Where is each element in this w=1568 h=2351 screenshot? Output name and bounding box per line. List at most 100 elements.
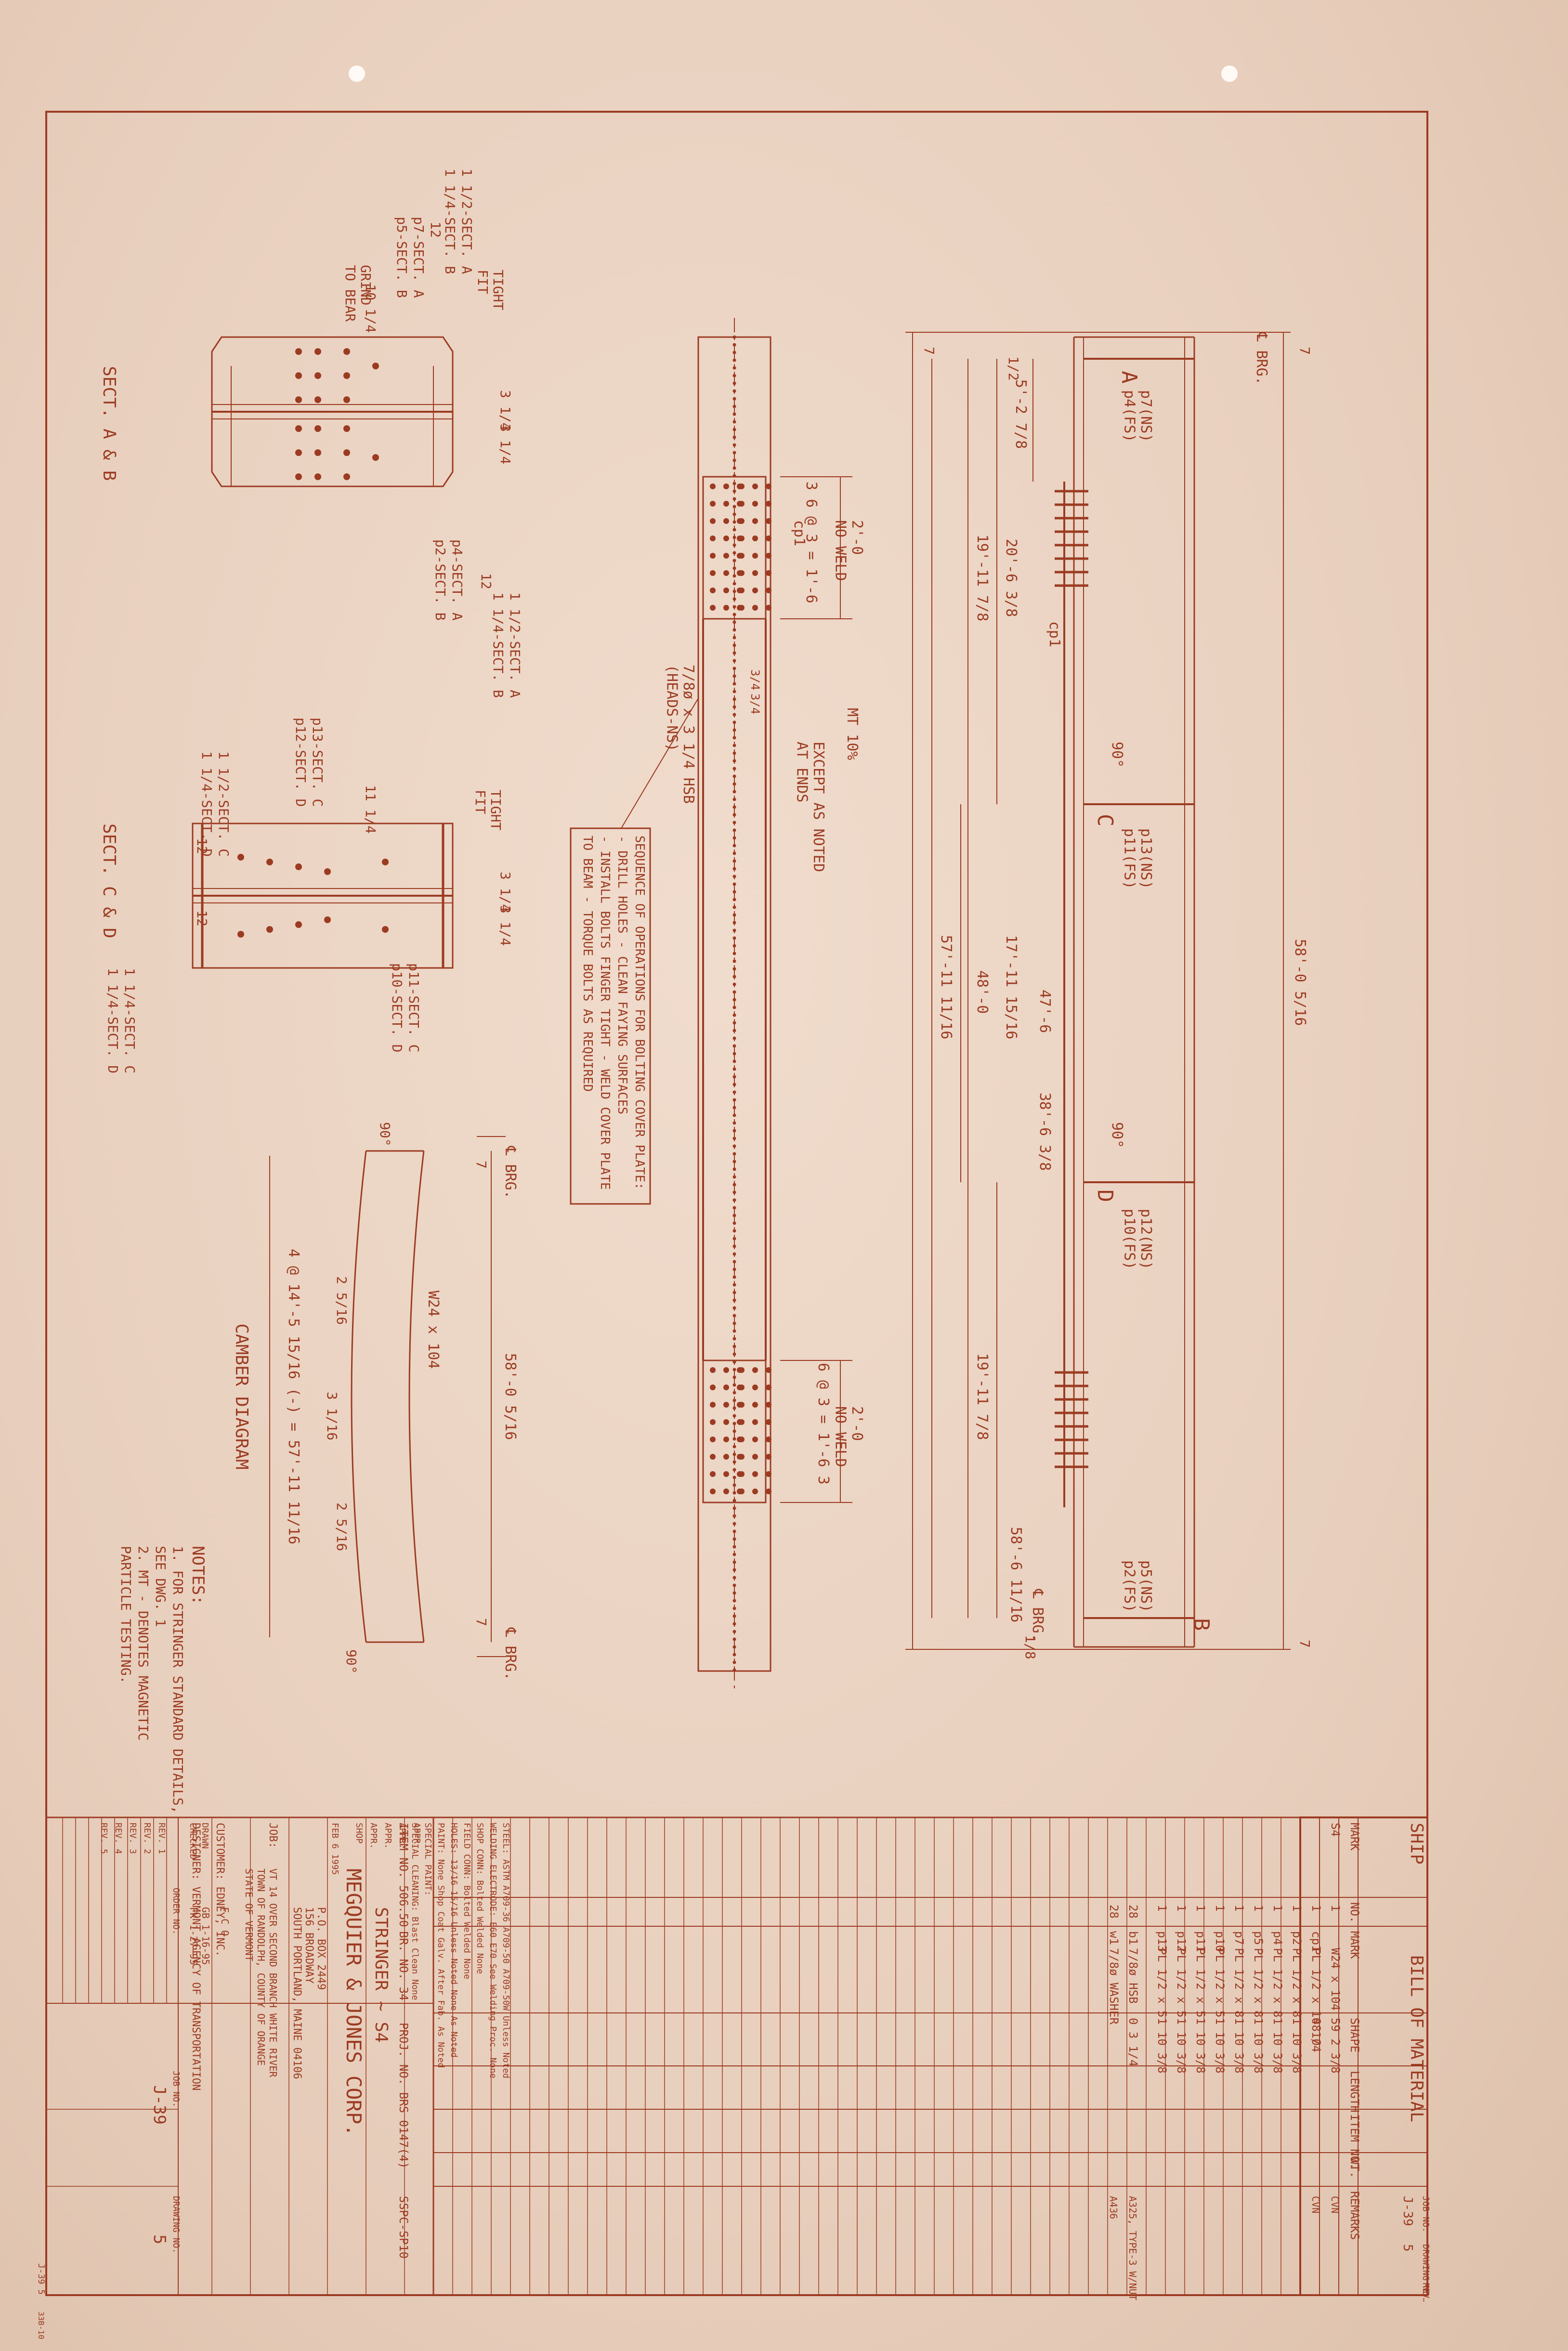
dim-3-4-b: 3/4 xyxy=(748,693,762,714)
dim-57-11: 57'-11 11/16 xyxy=(938,935,954,1040)
bolt-hole xyxy=(737,1489,743,1494)
bolt-hole xyxy=(710,518,716,524)
job-line: TOWN OF RANDOLPH, COUNTY OF ORANGE xyxy=(255,1868,267,2065)
centerline-bolt-hole xyxy=(732,936,736,940)
centerline-bolt-hole xyxy=(732,389,736,393)
bom-length: 1 10 3/8 xyxy=(1194,2018,1207,2074)
centerline-bolt-hole xyxy=(732,1637,736,1641)
dim-eighth: 1/8 xyxy=(1022,1635,1038,1659)
centerline-bolt-hole xyxy=(732,1006,736,1009)
spec-line: SHOP CONN: Bolted Welded None xyxy=(475,1823,485,1974)
bom-column-header: LENGTH xyxy=(1348,2071,1361,2113)
dim-19-11: 19'-11 7/8 xyxy=(974,535,991,622)
centerline-bolt-hole xyxy=(732,543,736,547)
corner-stamp: J-39 5 xyxy=(36,2263,46,2295)
centerline-bolt-hole xyxy=(732,998,736,1002)
centerline-bolt-hole xyxy=(732,844,736,848)
bolt-hole xyxy=(752,1384,758,1390)
bolt-hole xyxy=(737,1454,743,1460)
centerline-bolt-hole xyxy=(732,705,736,709)
bom-piece-mark: p2 xyxy=(1290,1931,1304,1945)
bolt-hole xyxy=(295,348,302,355)
centerline-bolt-hole xyxy=(732,1129,736,1133)
centerline-bolt-hole xyxy=(732,1036,736,1040)
centerline-bolt-hole xyxy=(732,1106,736,1110)
centerline-bolt-hole xyxy=(732,921,736,925)
bom-shape: W24 x 104 xyxy=(1329,1948,1342,2011)
bolt-hole xyxy=(752,553,758,559)
bom-piece-mark: p11 xyxy=(1194,1931,1207,1952)
bolt-hole xyxy=(343,372,350,379)
centerline-bolt-hole xyxy=(732,690,736,693)
label: 1 1/4-SECT. D xyxy=(199,751,215,857)
centerline-bolt-hole xyxy=(732,574,736,578)
bom-shape: PL 1/2 x 8 xyxy=(1252,1948,1265,2018)
centerline-bolt-hole xyxy=(732,1136,736,1140)
revision-row: REV. 5 xyxy=(99,1823,109,1854)
bolt-hole xyxy=(723,1402,729,1408)
centerline-bolt-hole xyxy=(732,566,736,570)
dim-38-6: 38'-6 3/8 xyxy=(1036,1093,1053,1171)
bolt-hole xyxy=(737,483,743,489)
centerline-bolt-hole xyxy=(732,913,736,917)
bolt-hole xyxy=(710,588,716,593)
label: p5-SECT. B xyxy=(394,217,410,298)
section-mark-b: B xyxy=(1189,1618,1214,1631)
centerline-bolt-hole xyxy=(732,620,736,624)
centerline-bolt-hole xyxy=(732,1113,736,1117)
centerline-bolt-hole xyxy=(732,536,736,539)
centerline-bolt-hole xyxy=(732,343,736,347)
centerline-bolt-hole xyxy=(732,1183,736,1187)
bolt-hole xyxy=(266,926,273,933)
bom-length: 1 10 3/8 xyxy=(1155,2018,1169,2074)
bom-qty: 1 xyxy=(1290,1905,1304,1911)
tb-dwg-no: 5 xyxy=(150,2234,169,2244)
checked-label: CHECKED xyxy=(188,1823,198,1859)
bolt-hole xyxy=(710,1471,716,1477)
centerline-bolt-hole xyxy=(732,836,736,840)
bolt-spacing-bottom: 6 @ 3 = 1'-6 3 xyxy=(815,1363,832,1485)
label: p11-SECT. C xyxy=(406,963,422,1052)
note-line: PARTICLE TESTING. xyxy=(118,1546,134,1684)
bom-qty: 28 xyxy=(1107,1905,1121,1919)
bolt-hole xyxy=(737,518,743,524)
item-no: ITEM NO. 506.50 xyxy=(397,1823,410,1927)
centerline-bolt-hole xyxy=(732,1152,736,1156)
bolt-hole xyxy=(343,396,350,403)
centerline-bolt-hole xyxy=(732,1630,736,1633)
centerline-bolt-hole xyxy=(732,366,736,370)
bolt-hole xyxy=(324,868,331,875)
centerline-bolt-hole xyxy=(732,751,736,755)
label: p12-SECT. D xyxy=(293,718,309,807)
bolt-hole xyxy=(737,1367,743,1373)
centerline-bolt-hole xyxy=(732,1306,736,1310)
bolt-hole xyxy=(737,501,743,507)
bolt-hole xyxy=(710,570,716,576)
dim-58-6: 58'-6 11/16 xyxy=(1007,1527,1024,1623)
centerline-bolt-hole xyxy=(732,520,736,524)
stiffener-tag-c: p13(NS)p11(FS) xyxy=(1121,828,1155,889)
centerline-bolt-hole xyxy=(732,1553,736,1556)
spec-line: WELDING ELECTRODE: E60 E70 See Welding P… xyxy=(488,1823,498,2078)
section-ab-title: SECT. A & B xyxy=(99,366,119,481)
centerline-bolt-hole xyxy=(732,736,736,740)
approval-row: SHOP xyxy=(354,1823,364,1844)
note-line: 2. MT - DENOTES MAGNETIC xyxy=(135,1546,151,1741)
label: 10 1/4 xyxy=(363,284,379,333)
centerline-bolt-hole xyxy=(732,875,736,878)
centerline-bolt-hole xyxy=(732,1229,736,1233)
centerline-bolt-hole xyxy=(732,1483,736,1487)
bill-of-material xyxy=(432,1816,1428,2296)
bolt-hole xyxy=(723,536,729,541)
centerline-bolt-hole xyxy=(732,967,736,971)
centerline-bolt-hole xyxy=(732,1321,736,1325)
bolt-hole xyxy=(343,473,350,480)
bom-column-header: MARK xyxy=(1348,1931,1361,1959)
bolt-hole xyxy=(710,536,716,541)
bolt-hole xyxy=(295,921,302,928)
centerline-bolt-hole xyxy=(732,682,736,686)
bom-length: 1 10 3/8 xyxy=(1271,2018,1284,2074)
revision-row: REV. 2 xyxy=(142,1823,152,1854)
centerline-bolt-hole xyxy=(732,482,736,485)
company-name: MEGQUIER & JONES CORP. xyxy=(342,1868,366,2136)
